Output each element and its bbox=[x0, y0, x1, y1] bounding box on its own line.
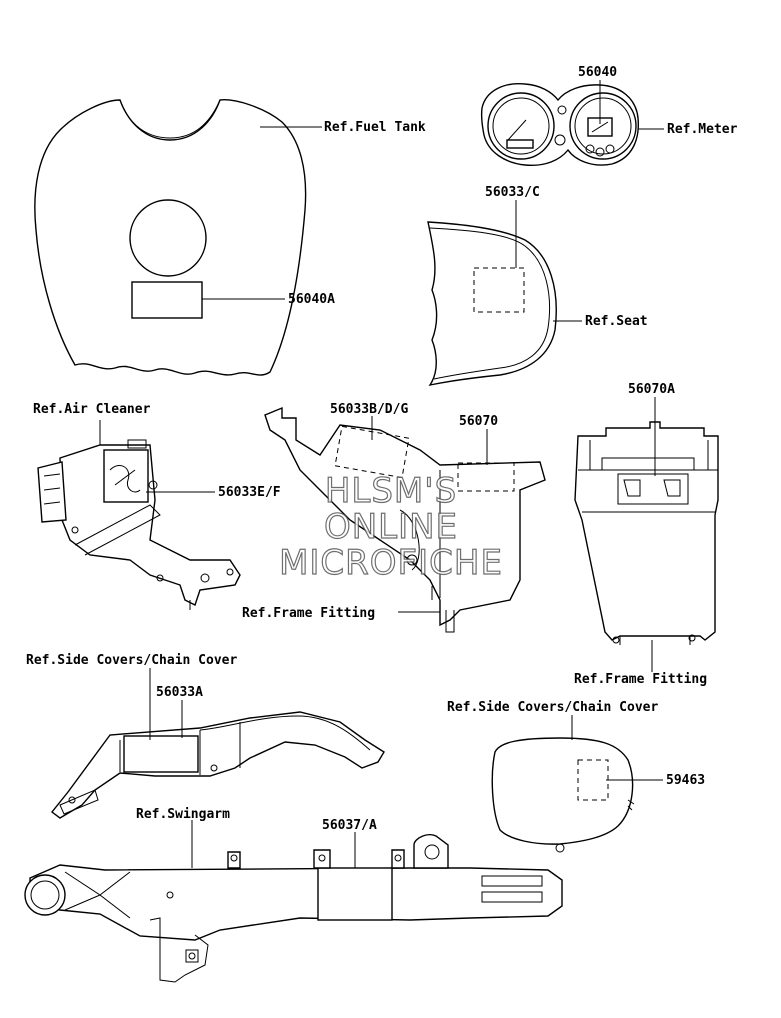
part-56070A-label: 56070A bbox=[628, 382, 675, 397]
part-56037A-label: 56037/A bbox=[322, 818, 377, 833]
part-56070-label: 56070 bbox=[459, 414, 498, 429]
air-cleaner-part bbox=[37, 439, 241, 610]
watermark-line-2: ONLINE bbox=[324, 507, 458, 547]
meter-part bbox=[480, 83, 639, 167]
ref-frame-fitting-center-label: Ref.Frame Fitting bbox=[242, 606, 375, 621]
frame-fitting-center-part bbox=[264, 406, 546, 633]
part-56033A-label: 56033A bbox=[156, 685, 203, 700]
part-56033BDG-label: 56033B/D/G bbox=[330, 402, 408, 417]
part-56033C-label: 56033/C bbox=[485, 185, 540, 200]
part-59463-label: 59463 bbox=[666, 773, 705, 788]
swingarm-part bbox=[24, 834, 563, 983]
seat-part bbox=[427, 221, 557, 387]
ref-fuel-tank-label: Ref.Fuel Tank bbox=[324, 120, 426, 135]
ref-seat-label: Ref.Seat bbox=[585, 314, 648, 329]
watermark: HLSM'S ONLINE MICROFICHE bbox=[278, 470, 503, 583]
part-56033EF-label: 56033E/F bbox=[218, 485, 281, 500]
ref-air-cleaner-label: Ref.Air Cleaner bbox=[33, 402, 151, 417]
part-56040-label: 56040 bbox=[578, 65, 617, 80]
ref-frame-fitting-right-label: Ref.Frame Fitting bbox=[574, 672, 707, 687]
side-cover-right-part bbox=[491, 737, 635, 853]
ref-meter-label: Ref.Meter bbox=[667, 122, 738, 137]
part-56040A-label: 56040A bbox=[288, 292, 335, 307]
fuel-tank-part bbox=[34, 99, 307, 376]
frame-fitting-right-part bbox=[574, 421, 719, 645]
watermark-line-3: MICROFICHE bbox=[279, 543, 503, 583]
watermark-line-1: HLSM'S bbox=[325, 471, 457, 511]
ref-side-covers-right-label: Ref.Side Covers/Chain Cover bbox=[447, 700, 658, 715]
ref-swingarm-label: Ref.Swingarm bbox=[136, 807, 230, 822]
ref-side-covers-left-label: Ref.Side Covers/Chain Cover bbox=[26, 653, 237, 668]
chain-cover-part bbox=[51, 711, 385, 819]
